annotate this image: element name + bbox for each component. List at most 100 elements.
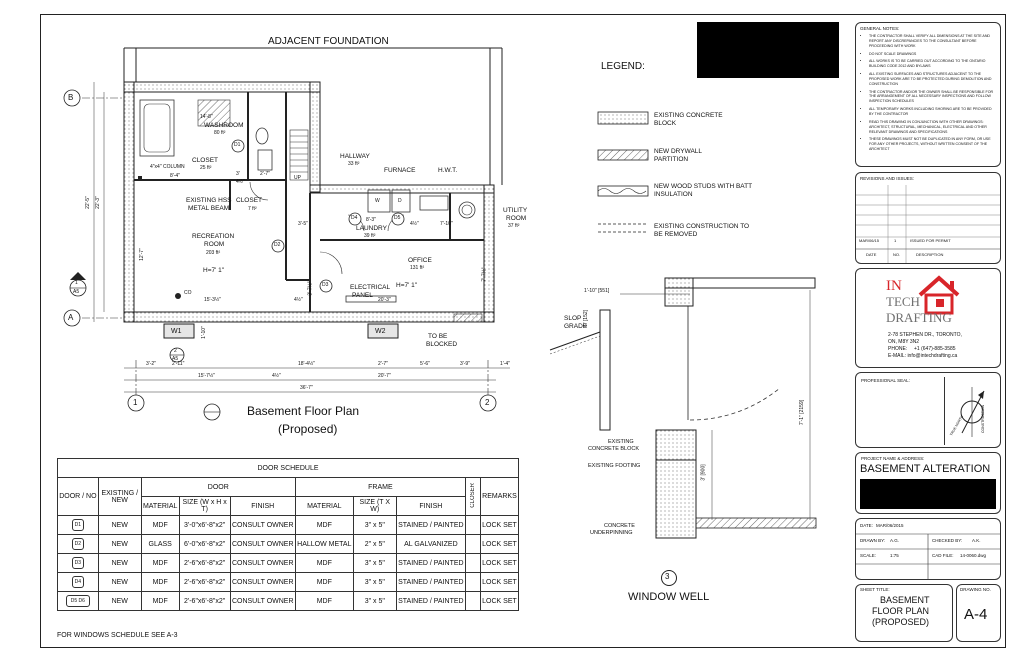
col-closer-label: CLOSER <box>469 483 476 508</box>
door-swing-d3 <box>319 251 343 275</box>
firm-address-line2: ON, M8Y 3N2 <box>888 339 920 345</box>
house-logo-icon <box>918 275 960 315</box>
legend-item-1-line2: BLOCK <box>654 120 677 127</box>
door-tag-d3 <box>319 279 333 293</box>
utility-name1: UTILITY <box>503 207 528 214</box>
door-schedule-table: DOOR SCHEDULE DOOR / NO EXISTING / NEW D… <box>57 458 520 611</box>
ww-dim-top: 1'-10" [551] <box>584 288 610 294</box>
plan-title: Basement Floor Plan <box>247 404 360 418</box>
column-label: 4"x4" COLUMN <box>150 164 185 170</box>
note-item: READ THIS DRAWING IN CONJUNCTION WITH OT… <box>869 120 996 135</box>
date-value: MAR/06/2015 <box>876 523 904 528</box>
table-row: D1 NEW MDF 3'-0"x6'-8"x2" CONSULT OWNER … <box>57 515 520 535</box>
adjacent-foundation-label: ADJACENT FOUNDATION <box>268 36 389 47</box>
frame-material-cell: MDF <box>294 591 354 611</box>
sheet-title-line1: BASEMENT <box>880 595 930 605</box>
frame-finish-cell: AL GALVANIZED <box>395 534 466 554</box>
seal-box: PROFESSIONAL SEAL: TRUE NORTH CONSTRUCTI… <box>855 372 1001 448</box>
sheet-border <box>40 14 1006 648</box>
dim-b1-2: 18'-4½" <box>298 361 315 367</box>
office-dim: 20'-3" <box>378 297 391 303</box>
redacted-project-address <box>860 479 996 509</box>
north-arrow-box <box>944 377 999 445</box>
hss-line2: METAL BEAM <box>188 205 230 212</box>
subcol-frame-size: SIZE (T X W) <box>352 496 397 516</box>
recreation-dim: 15'-3½" <box>204 297 221 303</box>
frame-material-cell: HALLOW METAL <box>294 534 354 554</box>
dim-b1-6: 1'-4" <box>500 361 510 367</box>
size-cell: 3'-0"x6'-8"x2" <box>178 515 231 535</box>
project-label: PROJECT NAME & ADDRESS: <box>861 456 925 461</box>
door-tag-d4 <box>348 212 362 226</box>
grid-bubble-2 <box>479 394 497 412</box>
closet1-area: 25 ft² <box>200 165 212 171</box>
co-label: CO <box>184 290 192 296</box>
misc-dim-0: 3'-5" <box>298 221 308 227</box>
general-notes-box: GENERAL NOTES: THE CONTRACTOR SHALL VERI… <box>855 22 1001 167</box>
note-item: THE CONTRACTOR AND/OR THE OWNER SHALL BE… <box>869 90 996 105</box>
table-row: D3 NEW MDF 2'-6"x6'-8"x2" CONSULT OWNER … <box>57 553 520 573</box>
hallway-area: 33 ft² <box>348 161 360 167</box>
dim-b1-4: 5'-6" <box>420 361 430 367</box>
closet1-dim: 8'-4" <box>170 173 180 179</box>
drawn-by-value: A.G. <box>890 538 900 543</box>
firm-email: E-MAIL: info@intechdrafting.ca <box>888 353 958 359</box>
closet2-name: CLOSET <box>236 197 263 204</box>
frame-size-cell: 3" x 5" <box>352 591 397 611</box>
frame-material-cell: MDF <box>294 515 354 535</box>
stair-up-label: UP <box>294 175 301 181</box>
note-item: ALL TEMPORARY WORKS INCLUDING SHORING AR… <box>869 107 996 117</box>
recreation-area: 203 ft² <box>206 250 221 256</box>
ww-slop-line1: SLOP <box>564 315 582 322</box>
sheet-title-line3: (PROPOSED) <box>872 617 930 627</box>
electrical-line2: PANEL <box>352 292 373 299</box>
legend-item-1-line1: EXISTING CONCRETE <box>654 112 723 119</box>
wall-east <box>483 184 495 323</box>
legend-item-3-line1: NEW WOOD STUDS WITH BATT <box>654 183 753 190</box>
material-cell: MDF <box>140 591 180 611</box>
misc-dim-8: 3'-7½" <box>307 281 314 296</box>
ww-foundation <box>655 429 697 539</box>
remarks-cell: LOCK SET <box>479 572 520 592</box>
project-name: BASEMENT ALTERATION <box>860 463 991 475</box>
material-cell: GLASS <box>140 534 180 554</box>
laundry-area: 39 ft² <box>364 233 376 239</box>
grid-label-b: B <box>68 93 74 102</box>
closer-cell <box>464 572 481 592</box>
dim-b1-3: 2'-7" <box>378 361 388 367</box>
grid-label-2: 2 <box>485 398 490 407</box>
size-cell: 2'-6"x6'-8"x2" <box>178 572 231 592</box>
washroom-dim: 14'-8" <box>200 114 213 120</box>
existing-cell: NEW <box>97 553 142 573</box>
shower <box>197 99 231 127</box>
ww-dim-3: 3' [900] <box>700 464 707 481</box>
section-mark-2-sheet: A5 <box>172 356 179 362</box>
ww-existing-line2: CONCRETE BLOCK <box>588 446 640 452</box>
ww-existing-footing: EXISTING FOOTING <box>588 463 641 469</box>
to-be-blocked-line2: BLOCKED <box>426 341 458 348</box>
dim-b1-0: 3'-2" <box>146 361 156 367</box>
section-mark-1-number: 1 <box>75 280 78 286</box>
ww-detail-bubble <box>661 570 677 586</box>
door-no-cell: D3 <box>57 553 99 573</box>
dim-b3: 36'-7" <box>300 385 313 391</box>
closet1-name: CLOSET <box>192 157 219 164</box>
co-detector <box>175 293 181 299</box>
drawn-by-label: DRAWN BY: <box>860 538 886 543</box>
note-item: ALL EXISTING SURFACES AND STRUCTURES ADJ… <box>869 72 996 87</box>
wall-mid-east <box>309 184 495 194</box>
rev-row-no: 1 <box>894 238 897 243</box>
finish-cell: CONSULT OWNER <box>229 591 296 611</box>
laundry-name: LAUNDRY <box>356 225 387 232</box>
finish-cell: CONSULT OWNER <box>229 572 296 592</box>
water-heater <box>458 201 476 219</box>
door-tag: D2 <box>71 538 84 550</box>
legend-swatch-concrete <box>597 111 649 125</box>
furnace-label: FURNACE <box>384 167 416 174</box>
misc-dim-7: 7'-7½" <box>481 267 488 282</box>
subcol-frame-material: MATERIAL <box>294 496 354 516</box>
ww-slab-bottom <box>695 517 817 529</box>
windows-schedule-note: FOR WINDOWS SCHEDULE SEE A-3 <box>57 632 178 639</box>
wall-north-east <box>309 81 321 193</box>
wall-south <box>123 311 495 323</box>
